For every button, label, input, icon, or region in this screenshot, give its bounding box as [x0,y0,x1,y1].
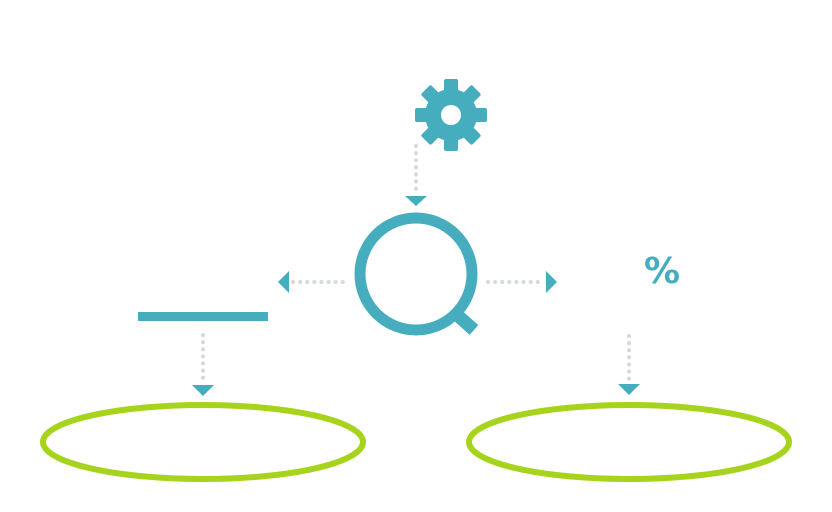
percent-icon: % [644,251,680,292]
connector-right-to-ellipse [618,334,640,395]
arrowhead-down-icon [618,384,640,395]
arrowhead-right-icon [546,271,557,293]
minus-bar-icon [138,312,268,321]
right-outcome-ellipse [466,402,792,482]
magnifier-icon [354,212,479,336]
connector-left-to-ellipse [192,333,214,396]
connector-magnifier-to-left [278,271,347,293]
arrowhead-down-icon [192,385,214,396]
arrowhead-left-icon [278,271,289,293]
left-outcome-ellipse [40,402,366,482]
connector-gear-to-magnifier [405,144,427,206]
arrowhead-down-icon [405,196,427,206]
gear-icon [415,79,487,151]
connector-magnifier-to-right [486,271,557,293]
